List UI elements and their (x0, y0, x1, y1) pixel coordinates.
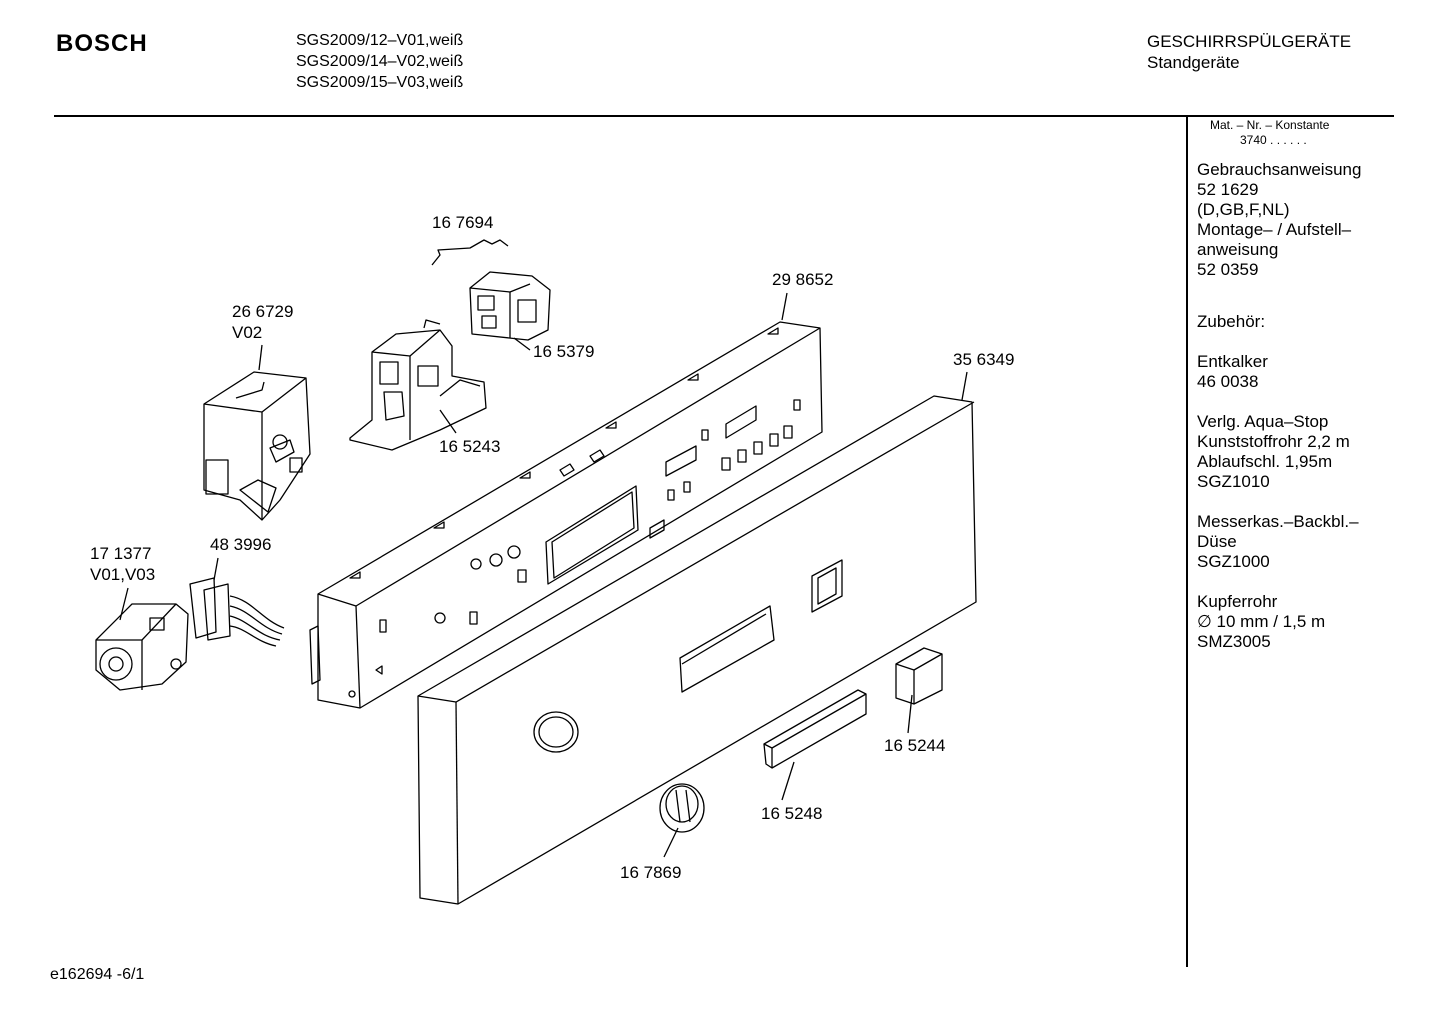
control-module-266729 (203, 371, 311, 521)
sidebar-group-manuals: Gebrauchsanweisung 52 1629 (D,GB,F,NL) M… (1197, 160, 1437, 280)
holder-bracket-165243 (349, 319, 487, 451)
sidebar-line: ∅ 10 mm / 1,5 m (1197, 612, 1326, 631)
model-line: SGS2009/14–V02,weiß (296, 53, 464, 70)
model-line: SGS2009/12–V01,weiß (296, 32, 464, 49)
sidebar: Mat. – Nr. – Konstante 3740 . . . . . . … (1197, 118, 1437, 652)
part-number-165243: 16 5243 (439, 437, 500, 456)
sidebar-line: Montage– / Aufstell– (1197, 220, 1352, 239)
sidebar-line: Entkalker (1197, 352, 1268, 371)
front-panel-356349 (417, 395, 977, 905)
sidebar-line: anweisung (1197, 240, 1279, 259)
exploded-parts-diagram: 16 7694 29 8652 26 6729 V02 16 5379 35 6… (90, 213, 1014, 905)
part-number-298652: 29 8652 (772, 270, 833, 289)
part-number-171377: 17 1377 (90, 544, 151, 563)
sidebar-divider (1186, 117, 1188, 967)
part-number-167694: 16 7694 (432, 213, 493, 232)
drawing-id: e162694 -6/1 (50, 966, 145, 983)
part-variant-171377: V01,V03 (90, 565, 155, 584)
program-switch-171377 (95, 603, 189, 691)
sidebar-line: Ablaufschl. 1,95m (1197, 452, 1333, 471)
brand-logo: BOSCH (56, 30, 148, 57)
part-number-356349: 35 6349 (953, 350, 1014, 369)
sidebar-line: Messerkas.–Backbl.– (1197, 512, 1359, 531)
switch-165379 (469, 271, 551, 341)
sidebar-line: Kunststoffrohr 2,2 m (1197, 432, 1350, 451)
sidebar-group-accessories: Zubehör: (1197, 312, 1437, 332)
subcategory-title: Standgeräte (1147, 53, 1240, 72)
sidebar-line: SMZ3005 (1197, 632, 1271, 651)
knob-167869 (659, 783, 705, 833)
sidebar-line: Verlg. Aqua–Stop (1197, 412, 1329, 431)
sidebar-group-cutlery: Messerkas.–Backbl.– Düse SGZ1000 (1197, 512, 1437, 572)
sidebar-group-descaler: Entkalker 46 0038 (1197, 352, 1437, 392)
sidebar-group-aquastop: Verlg. Aqua–Stop Kunststoffrohr 2,2 m Ab… (1197, 412, 1437, 492)
part-number-165244: 16 5244 (884, 736, 945, 755)
part-number-483996: 48 3996 (210, 535, 271, 554)
cover-strip-165248 (763, 689, 867, 769)
part-number-167869: 16 7869 (620, 863, 681, 882)
sidebar-line: 52 1629 (1197, 180, 1259, 199)
sidebar-line: Gebrauchsanweisung (1197, 160, 1362, 179)
sidebar-line: (D,GB,F,NL) (1197, 200, 1290, 219)
part-variant-266729: V02 (232, 323, 262, 342)
sidebar-line: Kupferrohr (1197, 592, 1278, 611)
part-number-266729: 26 6729 (232, 302, 293, 321)
cable-harness-483996 (189, 577, 285, 647)
spring-wire-167694 (431, 239, 509, 266)
sidebar-line: 46 0038 (1197, 372, 1259, 391)
category-block: GESCHIRRSPÜLGERÄTE Standgeräte (1147, 31, 1351, 73)
part-number-165248: 16 5248 (761, 804, 822, 823)
sidebar-line: Zubehör: (1197, 312, 1266, 331)
sidebar-line: SGZ1010 (1197, 472, 1270, 491)
category-title: GESCHIRRSPÜLGERÄTE (1147, 32, 1352, 51)
sidebar-group-copper: Kupferrohr ∅ 10 mm / 1,5 m SMZ3005 (1197, 592, 1437, 652)
sidebar-line: SGZ1000 (1197, 552, 1270, 571)
model-line: SGS2009/15–V03,weiß (296, 74, 464, 91)
material-value: 3740 . . . . . . (1240, 133, 1307, 147)
button-cap-165244 (895, 647, 943, 705)
leader-lines (119, 292, 968, 858)
material-label: Mat. – Nr. – Konstante (1210, 118, 1330, 132)
part-number-165379: 16 5379 (533, 342, 594, 361)
material-constant: Mat. – Nr. – Konstante 3740 . . . . . . (1210, 118, 1437, 148)
sidebar-line: Düse (1197, 532, 1237, 551)
sidebar-line: 52 0359 (1197, 260, 1259, 279)
model-list: SGS2009/12–V01,weiß SGS2009/14–V02,weiß … (296, 30, 463, 93)
header-divider (54, 115, 1394, 117)
control-panel-carrier-298652 (309, 321, 823, 709)
